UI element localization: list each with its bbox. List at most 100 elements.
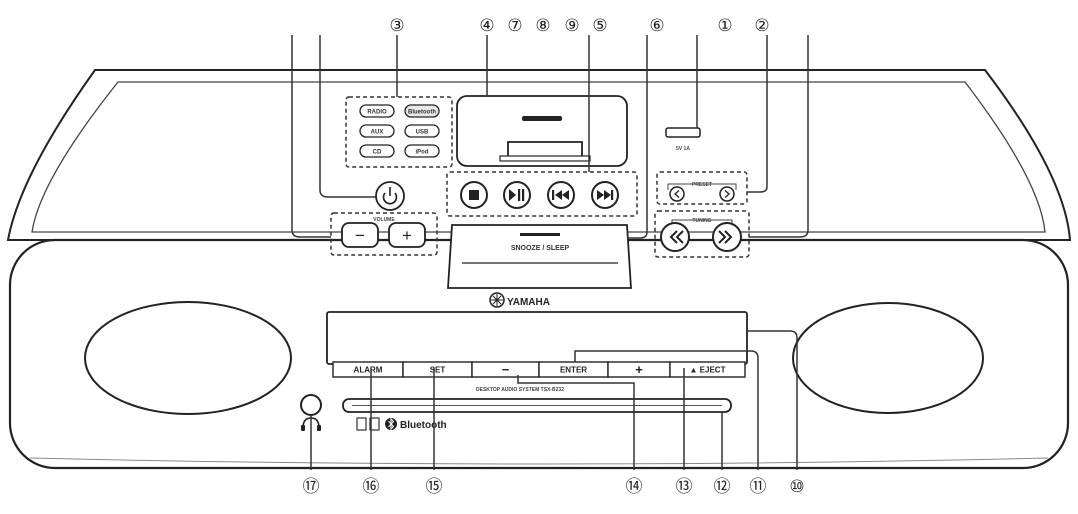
dock-slot bbox=[522, 116, 562, 121]
volume-label: VOLUME bbox=[373, 217, 395, 223]
front-button-label: ENTER bbox=[560, 366, 587, 375]
tuning-down-button[interactable] bbox=[660, 222, 690, 252]
source-button-label: iPod bbox=[416, 150, 429, 156]
skip-forward-icon bbox=[597, 190, 614, 200]
cd-logo-icon bbox=[356, 417, 367, 431]
source-button-aux[interactable]: AUX bbox=[359, 124, 395, 138]
source-button-ipod[interactable]: iPod bbox=[404, 144, 440, 158]
callout-number: ⑦ bbox=[507, 16, 522, 35]
front-button-label: ALARM bbox=[354, 366, 383, 375]
left-speaker bbox=[84, 301, 292, 415]
display-window bbox=[326, 311, 748, 365]
front-button-set[interactable]: SET bbox=[402, 361, 473, 378]
headphone-jack[interactable] bbox=[300, 394, 322, 416]
source-button-cd[interactable]: CD bbox=[359, 144, 395, 158]
model-line-label: DESKTOP AUDIO SYSTEM TSX-B232 bbox=[476, 387, 564, 393]
callout-number: ⑰ bbox=[303, 477, 320, 496]
callout-number: ⑤ bbox=[592, 16, 607, 35]
volume-group bbox=[330, 212, 438, 256]
bluetooth-text: Bluetooth bbox=[400, 420, 447, 431]
front-button-plus[interactable]: + bbox=[607, 361, 671, 378]
rewind-icon bbox=[669, 230, 684, 244]
ipod-dock[interactable] bbox=[456, 95, 628, 167]
front-button-minus[interactable]: − bbox=[471, 361, 540, 378]
callout-number: ⑯ bbox=[363, 477, 380, 496]
front-lower-edge bbox=[29, 457, 1049, 465]
front-button-label: + bbox=[635, 362, 643, 377]
stop-icon bbox=[469, 190, 479, 200]
preset-bracket bbox=[667, 183, 737, 190]
callout-number: ⑬ bbox=[676, 477, 693, 496]
play-pause-icon bbox=[509, 189, 525, 201]
source-button-label: AUX bbox=[371, 130, 384, 136]
callout-number: ① bbox=[717, 16, 732, 35]
callout-number: ④ bbox=[479, 16, 494, 35]
tuning-group bbox=[654, 210, 750, 258]
preset-group bbox=[656, 171, 748, 205]
callout-number: ⑮ bbox=[426, 477, 443, 496]
front-button-eject[interactable]: ▲ EJECT bbox=[669, 361, 746, 378]
top-inner-rim bbox=[31, 81, 1046, 233]
skip-back-button[interactable] bbox=[547, 181, 575, 209]
tuning-up-button[interactable] bbox=[712, 222, 742, 252]
source-button-bluetooth[interactable]: Bluetooth bbox=[404, 104, 440, 118]
preset-prev-button[interactable] bbox=[669, 186, 685, 202]
source-button-label: USB bbox=[416, 130, 429, 136]
yamaha-logo: YAMAHA bbox=[489, 292, 550, 308]
skip-back-icon bbox=[552, 190, 569, 200]
volume-plus-label: + bbox=[402, 226, 412, 245]
source-button-label: RADIO bbox=[367, 110, 387, 116]
front-button-label: ▲ EJECT bbox=[690, 366, 726, 375]
disc-logo-icon bbox=[369, 417, 380, 431]
volume-plus-button[interactable] bbox=[388, 222, 426, 248]
snooze-indicator bbox=[520, 233, 560, 236]
preset-next-icon bbox=[724, 190, 730, 198]
volume-minus-label: − bbox=[355, 226, 365, 245]
callout-number: ⑭ bbox=[626, 477, 643, 496]
front-button-row: ALARM SET − ENTER + ▲ EJECT bbox=[332, 361, 746, 378]
source-button-label: CD bbox=[373, 150, 382, 156]
source-buttons-group bbox=[345, 96, 453, 168]
usb-rating-label: 5V 1A bbox=[676, 146, 690, 152]
callout-number: ⑨ bbox=[564, 16, 579, 35]
tuning-label: TUNING bbox=[692, 218, 711, 224]
volume-minus-button[interactable] bbox=[341, 222, 379, 248]
power-icon bbox=[382, 192, 398, 205]
bluetooth-logo: Bluetooth bbox=[356, 417, 447, 431]
play-pause-button[interactable] bbox=[503, 181, 531, 209]
preset-prev-icon bbox=[674, 190, 680, 198]
front-button-alarm[interactable]: ALARM bbox=[332, 361, 404, 378]
stop-button[interactable] bbox=[460, 181, 488, 209]
front-button-label: SET bbox=[430, 366, 446, 375]
right-speaker bbox=[792, 302, 984, 414]
front-button-enter[interactable]: ENTER bbox=[538, 361, 609, 378]
callout-number: ⑪ bbox=[750, 477, 767, 496]
source-button-label: Bluetooth bbox=[408, 110, 436, 116]
callout-number: ⑩ bbox=[789, 477, 804, 496]
callout-number: ③ bbox=[389, 16, 404, 35]
source-button-radio[interactable]: RADIO bbox=[359, 104, 395, 118]
skip-forward-button[interactable] bbox=[591, 181, 619, 209]
fast-forward-icon bbox=[718, 230, 733, 244]
callout-number: ② bbox=[754, 16, 769, 35]
snooze-sleep-label: SNOOZE / SLEEP bbox=[511, 245, 570, 252]
preset-label: PRESET bbox=[692, 182, 712, 188]
leader-lines bbox=[291, 35, 809, 470]
brand-text: YAMAHA bbox=[507, 297, 550, 308]
dock-connector bbox=[507, 141, 583, 158]
snooze-sleep-button[interactable] bbox=[447, 224, 632, 289]
callout-number: ⑥ bbox=[649, 16, 664, 35]
usb-port[interactable] bbox=[665, 127, 701, 138]
dock-base bbox=[499, 155, 591, 162]
transport-group bbox=[446, 171, 638, 217]
front-button-label: − bbox=[502, 362, 510, 377]
source-button-usb[interactable]: USB bbox=[404, 124, 440, 138]
preset-next-button[interactable] bbox=[719, 186, 735, 202]
callout-number: ⑧ bbox=[535, 16, 550, 35]
callout-number: ⑫ bbox=[714, 477, 731, 496]
